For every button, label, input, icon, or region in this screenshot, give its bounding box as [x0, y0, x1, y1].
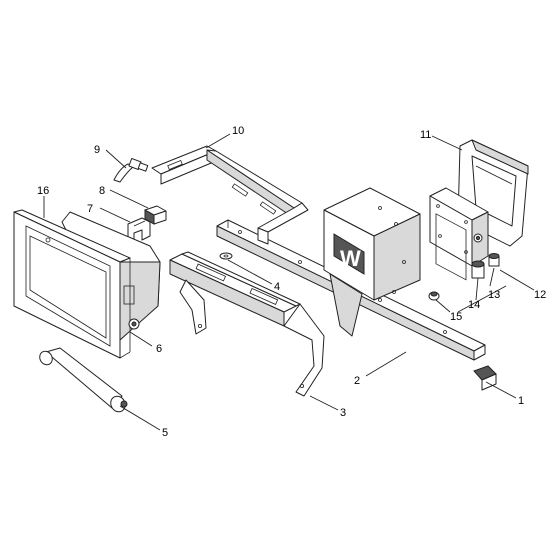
callout-1: 1 — [518, 395, 524, 407]
part-14-cable-gland — [471, 260, 485, 279]
callout-11: 11 — [420, 129, 431, 141]
brand-logo-letter: W — [340, 246, 361, 271]
part-7-clip — [127, 217, 151, 241]
callout-9: 9 — [94, 144, 100, 156]
callout-16: 16 — [37, 185, 49, 197]
part-5-cylinder-filter — [39, 347, 128, 413]
part-9-handle — [113, 158, 149, 183]
part-13-cable-gland — [488, 253, 500, 267]
part-8-connector-block — [144, 205, 167, 225]
part-15-plug — [428, 291, 440, 301]
part-12-electrical-box — [429, 187, 489, 281]
callout-14: 14 — [468, 299, 480, 311]
callout-3: 3 — [340, 407, 346, 419]
callout-12: 12 — [534, 289, 546, 301]
part-1-end-cap — [473, 365, 497, 391]
callout-15: 15 — [450, 311, 462, 323]
part-4-washer — [219, 252, 233, 260]
control-cabinet: W — [323, 187, 421, 337]
brand-logo: W — [333, 233, 365, 275]
callout-6: 6 — [156, 343, 162, 355]
callout-10: 10 — [232, 125, 244, 137]
callout-2: 2 — [354, 375, 360, 387]
callout-labels: 1 2 3 4 5 6 7 8 9 10 11 12 13 14 15 16 — [37, 125, 546, 439]
part-3-lower-bracket — [169, 251, 325, 397]
callout-7: 7 — [87, 203, 93, 215]
callout-8: 8 — [99, 185, 105, 197]
callout-13: 13 — [488, 289, 500, 301]
callout-4: 4 — [274, 281, 280, 293]
part-16-monitor-housing — [13, 209, 161, 359]
callout-5: 5 — [162, 427, 168, 439]
part-10-upper-bracket — [151, 145, 309, 245]
leader-lines — [43, 133, 535, 431]
